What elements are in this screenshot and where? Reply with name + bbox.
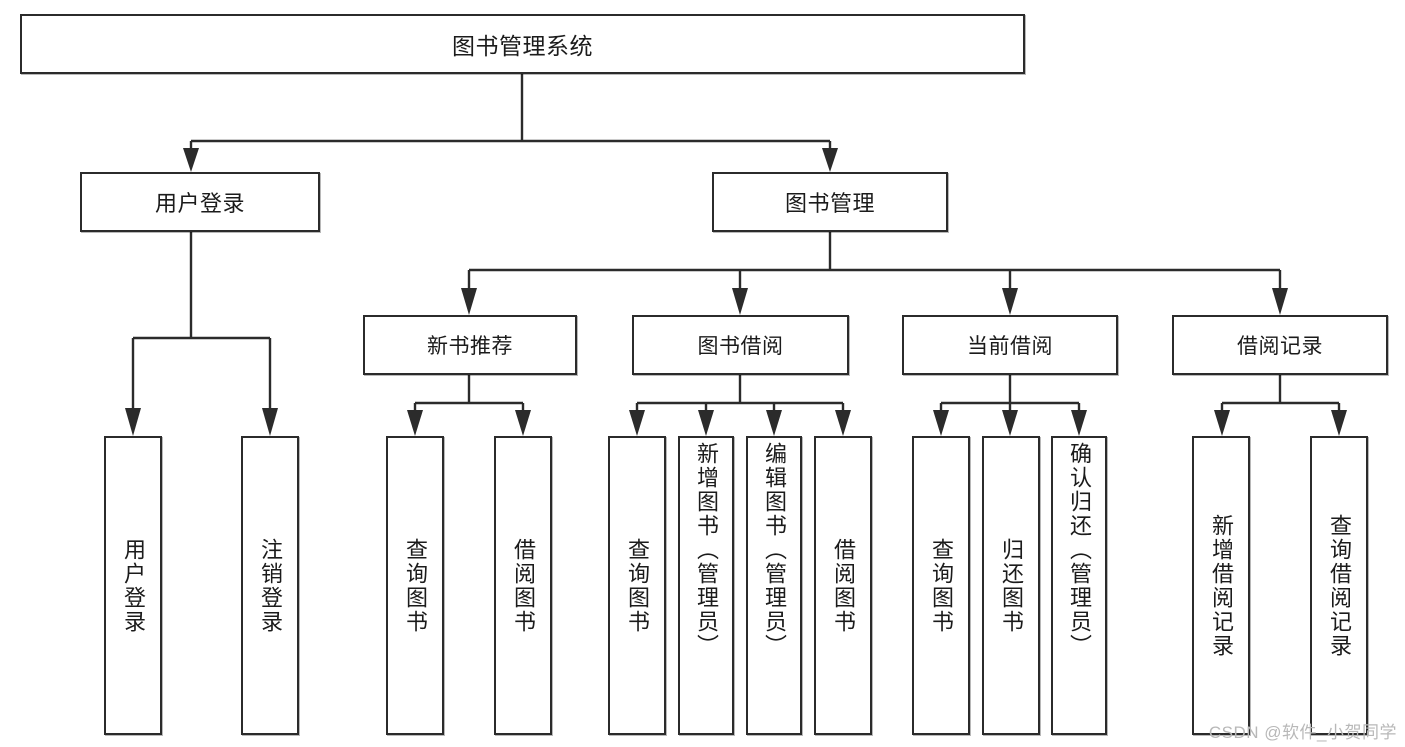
node-leaf-query-book-3-label: 查询图书 [928,537,954,634]
node-leaf-user-logout[interactable]: 注销登录 [241,436,299,735]
node-leaf-add-record-label: 新增借阅记录 [1208,513,1234,658]
node-new-book-recommend[interactable]: 新书推荐 [363,315,577,375]
node-leaf-query-book-2[interactable]: 查询图书 [608,436,666,735]
watermark-label: CSDN @软件_小贺同学 [1208,723,1397,742]
arrow-to-leaf-return-book [1002,410,1018,436]
arrow-to-book-borrow [732,288,748,315]
arrow-root-to-user-login [183,148,199,172]
node-leaf-return-book[interactable]: 归还图书 [982,436,1040,735]
node-leaf-confirm-return-label: 确认归还（管理员） [1066,442,1092,658]
node-book-borrow-label: 图书借阅 [697,335,784,358]
arrow-to-leaf-borrow-book-1 [515,410,531,436]
node-leaf-edit-book-label: 编辑图书（管理员） [761,442,787,658]
arrow-to-leaf-query-book-1 [407,410,423,436]
node-book-borrow[interactable]: 图书借阅 [632,315,849,375]
node-leaf-add-book[interactable]: 新增图书（管理员） [678,436,734,735]
arrow-to-new-book-recommend [461,288,477,315]
node-leaf-confirm-return[interactable]: 确认归还（管理员） [1051,436,1107,735]
node-leaf-query-book-1[interactable]: 查询图书 [386,436,444,735]
arrow-to-leaf-edit-book [766,410,782,436]
arrow-to-leaf-user-logout [262,408,278,436]
node-borrow-record[interactable]: 借阅记录 [1172,315,1388,375]
node-root-label: 图书管理系统 [452,33,593,59]
node-new-book-recommend-label: 新书推荐 [427,335,513,358]
node-leaf-borrow-book-1[interactable]: 借阅图书 [494,436,552,735]
arrow-to-leaf-confirm-return [1071,410,1087,436]
node-leaf-borrow-book-1-label: 借阅图书 [510,537,536,634]
node-current-borrow[interactable]: 当前借阅 [902,315,1118,375]
node-user-login-label: 用户登录 [154,191,245,216]
node-user-login[interactable]: 用户登录 [80,172,320,232]
node-book-management[interactable]: 图书管理 [712,172,948,232]
node-leaf-query-book-3[interactable]: 查询图书 [912,436,970,735]
node-current-borrow-label: 当前借阅 [967,335,1053,358]
arrow-to-leaf-query-book-2 [629,410,645,436]
node-leaf-query-record-label: 查询借阅记录 [1326,513,1352,658]
arrow-to-leaf-add-record [1214,410,1230,436]
node-leaf-edit-book[interactable]: 编辑图书（管理员） [746,436,802,735]
arrow-to-current-borrow [1002,288,1018,315]
arrow-root-to-book-management [822,148,838,172]
node-leaf-borrow-book-2-label: 借阅图书 [830,537,856,634]
arrow-to-leaf-query-record [1331,410,1347,436]
arrow-to-leaf-borrow-book-2 [835,410,851,436]
node-book-management-label: 图书管理 [784,191,875,216]
node-leaf-query-record[interactable]: 查询借阅记录 [1310,436,1368,735]
arrow-to-leaf-user-login [125,408,141,436]
node-root[interactable]: 图书管理系统 [20,14,1025,74]
node-leaf-add-record[interactable]: 新增借阅记录 [1192,436,1250,735]
node-leaf-add-book-label: 新增图书（管理员） [693,442,719,658]
arrow-to-leaf-query-book-3 [933,410,949,436]
node-borrow-record-label: 借阅记录 [1237,335,1323,358]
arrow-to-borrow-record [1272,288,1288,315]
node-leaf-query-book-1-label: 查询图书 [402,537,428,634]
node-leaf-query-book-2-label: 查询图书 [624,537,650,634]
node-leaf-user-login[interactable]: 用户登录 [104,436,162,735]
node-leaf-return-book-label: 归还图书 [998,537,1024,634]
arrow-to-leaf-add-book [698,410,714,436]
node-leaf-borrow-book-2[interactable]: 借阅图书 [814,436,872,735]
node-leaf-user-login-label: 用户登录 [120,537,146,634]
node-leaf-user-logout-label: 注销登录 [257,537,283,634]
